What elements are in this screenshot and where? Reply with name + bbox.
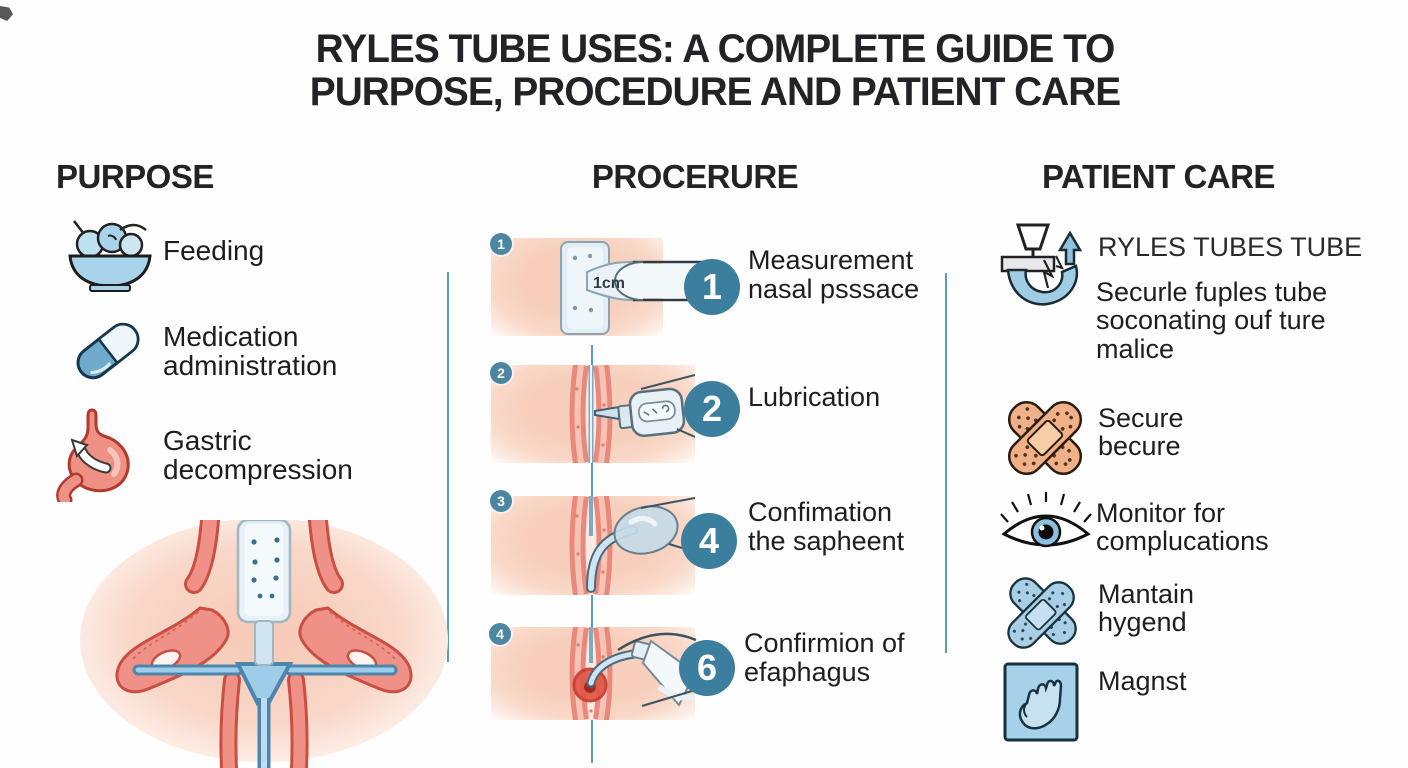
food-bowl-icon: [64, 214, 156, 292]
step-2-badge: 2: [490, 362, 512, 384]
crossed-bandages-icon: [998, 392, 1092, 484]
step-4-number-circle: 6: [679, 640, 735, 696]
patient-care-header: PATIENT CARE: [1042, 158, 1275, 195]
purpose-item-gastric: Gastric decompression: [163, 425, 353, 486]
divider-right: [945, 273, 947, 653]
anatomy-cross-section-illustration: [80, 520, 448, 768]
step-2-number-circle: 2: [684, 381, 740, 437]
patient-care-item-2-label: Secure becure: [1098, 403, 1184, 462]
page-title: RYLES TUBE USES: A COMPLETE GUIDE TO PUR…: [309, 27, 1121, 114]
stomach-icon: [52, 408, 152, 502]
patient-care-item-5-label: Magnst: [1098, 666, 1187, 696]
divider-left: [447, 272, 449, 662]
corner-artifact: [0, 6, 13, 21]
step-3-image: [491, 496, 695, 595]
procedure-header: PROCERURE: [591, 158, 799, 195]
step-1-image-text: 1cm: [593, 275, 625, 292]
step-2-image: [491, 365, 695, 463]
step-3-number-circle: 4: [681, 513, 737, 569]
step-3-badge: 3: [490, 490, 512, 512]
patient-care-item-1-title: RYLES TUBES TUBE: [1098, 232, 1363, 262]
step-2-label: Lubrication: [748, 382, 881, 412]
purpose-item-medication: Medication administration: [163, 321, 338, 382]
step-4-label: Confirmion of efaphagus: [744, 628, 905, 687]
step-4-badge: 4: [489, 623, 511, 645]
tube-fastening-icon: [1000, 222, 1084, 310]
purpose-item-feeding: Feeding: [163, 235, 265, 266]
medication-capsule-icon: [66, 314, 150, 388]
eye-icon: [1000, 492, 1092, 556]
patient-care-item-4-label: Mantain hygend: [1098, 579, 1195, 638]
patient-care-item-1-label: Securle fuples tube soconating ouf ture …: [1096, 277, 1328, 364]
purpose-header: PURPOSE: [56, 158, 214, 195]
step-3-label: Confimation the sapheent: [748, 497, 905, 556]
step-1-label: Measurement nasal psssace: [748, 245, 920, 304]
step-4-image: [491, 627, 695, 720]
crossed-blue-bandages-icon: [998, 574, 1090, 654]
step-1-image: 1cm: [491, 238, 705, 336]
patient-care-item-3-label: Monitor for complucations: [1096, 498, 1269, 557]
step-1-badge: 1: [490, 233, 512, 255]
step-1-number-circle: 1: [684, 259, 740, 315]
glove-icon: [1003, 661, 1081, 743]
